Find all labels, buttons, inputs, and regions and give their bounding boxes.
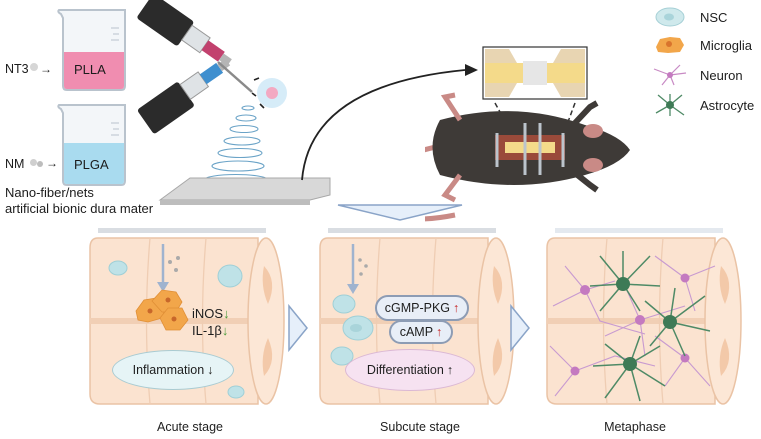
marker-label: iNOS <box>192 306 224 321</box>
beaker-plla-label: PLLA <box>74 62 106 77</box>
marker-il1b: IL-1β↓ <box>192 323 228 338</box>
marker-inos: iNOS↓ <box>192 306 230 321</box>
arrow-down-icon: ↓ <box>223 306 230 321</box>
marker-cgmp-pkg: cGMP-PKG↑ <box>375 295 469 321</box>
stage-title-subacute: Subcute stage <box>380 420 460 434</box>
stage-title-acute: Acute stage <box>156 420 223 434</box>
legend-item-microglia: Microglia <box>650 33 752 57</box>
astrocyte-icon <box>655 94 685 116</box>
nm-label: NM <box>5 157 25 171</box>
beaker-plga-label: PLGA <box>74 157 109 172</box>
fiber-spiral <box>203 105 269 187</box>
caption-line2: artificial bionic dura mater <box>5 201 154 216</box>
marker-label: IL-1β <box>192 323 222 338</box>
legend-label: Astrocyte <box>700 97 755 113</box>
nsc-cell-icon <box>655 7 685 27</box>
fabrication-panel: PLLA NT3 → PLGA NM → Nano-fiber/nets art… <box>5 0 754 222</box>
legend-item-nsc: NSC <box>650 5 727 29</box>
arrow-down-icon: ↓ <box>207 363 214 377</box>
outcome-inflammation: Inflammation↓ <box>112 350 234 390</box>
right-chevron-arrow-icon <box>288 303 308 353</box>
nm-particle-icon <box>37 161 43 167</box>
caption-line1: Nano-fiber/nets <box>5 185 94 200</box>
syringe-pump-bottom-icon <box>137 58 231 134</box>
nm-particle-icon <box>30 159 37 166</box>
spinal-cord-metaphase <box>546 228 742 405</box>
arrow-up-icon: ↑ <box>436 325 443 339</box>
curved-arrow-icon <box>301 64 478 181</box>
needle <box>217 61 253 93</box>
legend-label: NSC <box>700 9 728 25</box>
arrow-up-icon: ↑ <box>446 363 454 377</box>
arrow-right-icon: → <box>40 62 52 76</box>
marker-label: cGMP-PKG <box>384 301 451 315</box>
arrow-up-icon: ↑ <box>453 301 460 315</box>
marker-camp: cAMP↑ <box>389 320 453 344</box>
outcome-differentiation: Differentiation↑ <box>345 349 475 391</box>
outcome-label: Inflammation <box>132 363 205 377</box>
electrospinning-apparatus <box>137 0 331 205</box>
legend-item-neuron: Neuron <box>650 63 743 87</box>
legend-label: Microglia <box>700 37 753 53</box>
beaker-plla-icon <box>57 9 126 91</box>
stage-title-metaphase: Metaphase <box>604 420 666 434</box>
outcome-label: Differentiation <box>366 363 444 377</box>
arrow-down-icon: ↓ <box>221 323 229 338</box>
legend-item-astrocyte: Astrocyte <box>650 93 754 117</box>
arrow-right-icon: → <box>46 156 58 170</box>
nt3-label: NT3 <box>5 62 29 76</box>
mouse-implant-illustration <box>425 46 630 222</box>
right-chevron-arrow-icon <box>510 303 530 353</box>
syringe-pump-top-icon <box>137 0 232 66</box>
marker-label: cAMP <box>399 325 434 339</box>
down-chevron-arrow-icon <box>337 204 463 221</box>
legend-label: Neuron <box>700 67 743 83</box>
nt3-particle-icon <box>30 63 38 71</box>
microglia-icon <box>656 37 684 53</box>
neuron-icon <box>653 64 687 86</box>
beaker-plga-icon <box>57 104 126 186</box>
